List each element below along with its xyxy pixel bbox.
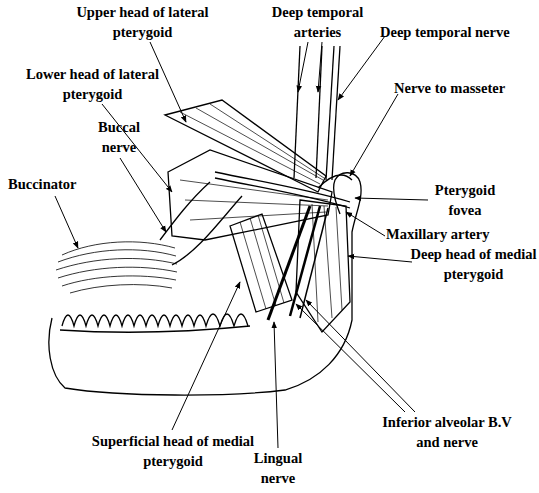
part-label: Lower head of lateral pterygoid xyxy=(25,64,160,104)
part-label: Deep head of medial pterygoid xyxy=(408,244,539,284)
leader-line xyxy=(350,94,398,176)
leader-line xyxy=(346,212,385,236)
part-label: Inferior alveolar B.V and nerve xyxy=(372,412,522,452)
leader-line xyxy=(355,198,428,200)
lower-head-muscle xyxy=(168,150,332,240)
nerve xyxy=(318,175,352,188)
leader-line xyxy=(298,42,308,92)
leader-line xyxy=(318,42,322,92)
muscle-fibres xyxy=(180,104,324,184)
part-label: Buccinator xyxy=(8,174,108,194)
mandible-outline xyxy=(49,173,361,395)
leader-line xyxy=(306,300,415,412)
part-label: Superficial head of medial pterygoid xyxy=(88,431,258,471)
artery xyxy=(294,46,300,178)
part-label: Maxillary artery xyxy=(386,224,536,244)
part-label: Pterygoid fovea xyxy=(420,180,510,220)
part-label: Nerve to masseter xyxy=(394,78,539,98)
part-label: Upper head of lateral pterygoid xyxy=(55,2,230,42)
maxillary-artery xyxy=(215,178,350,208)
part-label: Buccal nerve xyxy=(88,117,150,157)
buccinator-muscle xyxy=(56,242,177,293)
leader-line xyxy=(338,36,385,100)
leader-line xyxy=(296,304,405,412)
part-label: Lingual nerve xyxy=(242,448,314,488)
maxillary-artery xyxy=(215,172,350,202)
artery xyxy=(316,46,322,178)
leader-line xyxy=(348,256,412,262)
superficial-head-muscle xyxy=(230,214,292,312)
gum-line xyxy=(60,326,250,332)
leader-line xyxy=(274,322,278,448)
nerve xyxy=(160,182,210,240)
part-label: Deep temporal nerve xyxy=(380,22,538,42)
leader-line xyxy=(120,158,166,232)
leader-line xyxy=(55,196,78,248)
nerve xyxy=(332,46,340,180)
part-label: Deep temporal arteries xyxy=(250,2,385,42)
leader-line xyxy=(172,282,240,430)
blood-vessel xyxy=(300,208,328,318)
